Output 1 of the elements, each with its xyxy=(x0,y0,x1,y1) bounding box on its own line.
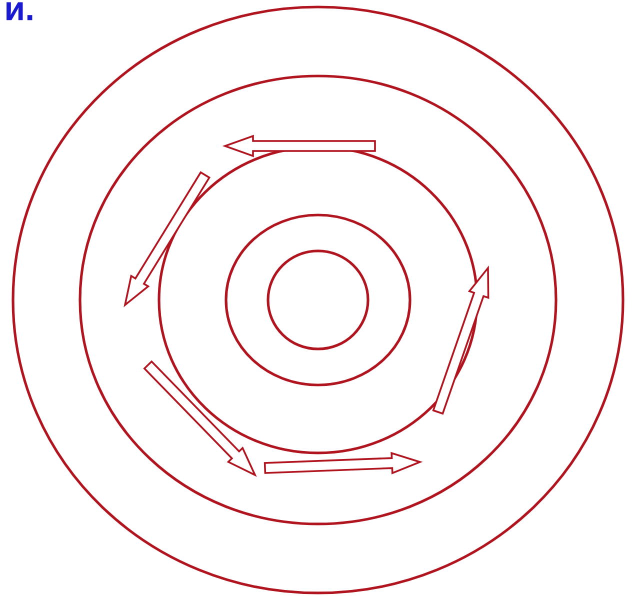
heading-text: и. xyxy=(6,2,32,20)
